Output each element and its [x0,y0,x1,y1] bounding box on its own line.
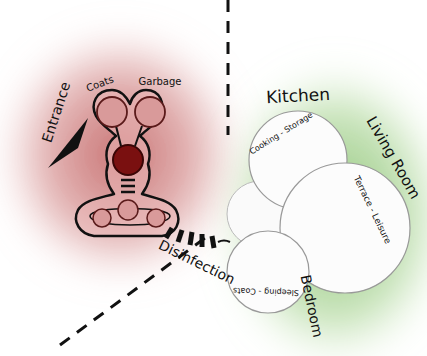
small-circle [93,209,111,227]
bubble-outline [134,96,166,128]
small-circle [118,200,138,220]
central-circle [113,145,143,175]
room-heading: Kitchen [266,86,331,106]
bubble-outline [96,96,128,128]
bubble-outline [226,230,310,314]
coats-circle: Coats [96,96,128,128]
small-circle [147,209,165,227]
bubble-circle [135,97,165,127]
activity-text: Sleeping - Coats [233,287,299,297]
entrance-outline [76,90,178,236]
bubble-circle [227,231,309,313]
bar-end [218,241,230,243]
stem-bars [121,180,135,192]
garbage-circle: Garbage [134,96,166,128]
red-wash [0,30,240,280]
dashed-divider [227,0,230,135]
bedroom-bubble: BedroomSleeping - Coats [226,230,310,314]
link-line [116,126,121,146]
bubble-circle [97,97,127,127]
link-line [135,126,142,146]
room-label: Garbage [139,77,182,87]
green-wash [220,65,427,356]
